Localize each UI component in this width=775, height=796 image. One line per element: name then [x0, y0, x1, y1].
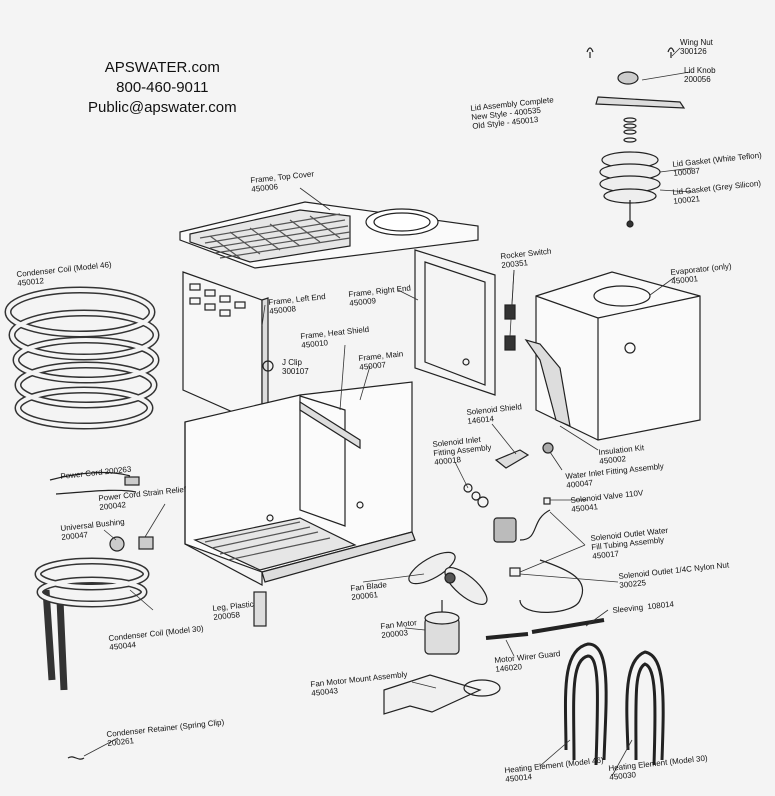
- leader-lines: [83, 47, 693, 777]
- left-end-drawing: [182, 271, 269, 426]
- lid-assembly-drawing: [586, 47, 686, 228]
- contact-website[interactable]: APSWATER.com: [104, 59, 220, 76]
- fan-motor-drawing: [424, 600, 460, 655]
- heating-element-46-drawing: [563, 642, 608, 766]
- contact-phone: 800-460-9011: [116, 79, 209, 96]
- j-clip-drawing: [262, 360, 274, 372]
- spring-clip-drawing: [67, 756, 85, 760]
- right-end-drawing: [414, 249, 496, 396]
- rocker-switch-drawing: [504, 304, 516, 320]
- main-frame-drawing: [184, 381, 416, 586]
- fan-blade-drawing: [408, 551, 488, 605]
- evaporator-drawing: [524, 271, 701, 441]
- power-cord-drawing: [49, 471, 137, 495]
- heating-element-30-drawing: [625, 650, 665, 766]
- fan-motor-mount-drawing: [383, 674, 482, 715]
- heat-shield-drawing: [299, 400, 361, 450]
- top-cover-drawing: [179, 201, 479, 269]
- contact-email[interactable]: Public@apswater.com: [88, 99, 237, 116]
- plastic-leg-drawing: [253, 591, 267, 627]
- contact-block: APSWATER.com 800-460-9011 Public@apswate…: [88, 58, 237, 118]
